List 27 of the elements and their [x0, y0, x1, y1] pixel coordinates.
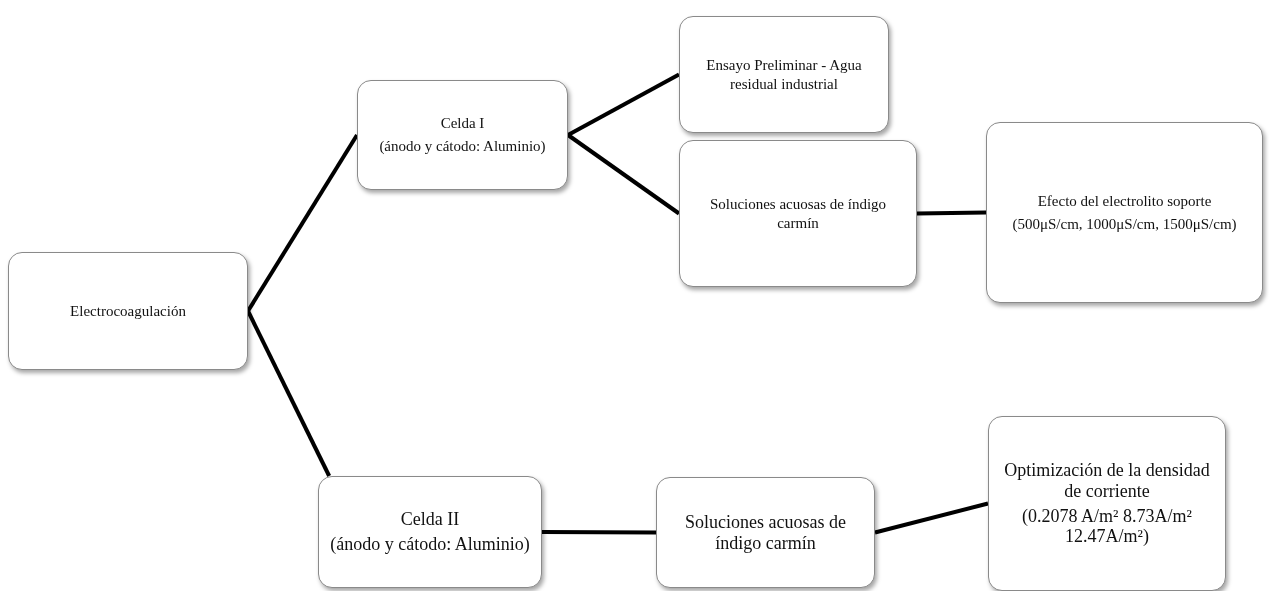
rounded-box	[679, 16, 889, 133]
box-heading: Ensayo Preliminar - Agua residual industrial	[705, 55, 863, 94]
connector-line	[246, 133, 359, 313]
box-text: (0.2078 A/m² 8.73A/m² 12.47A/m²)	[1021, 505, 1193, 547]
rounded-box	[986, 122, 1263, 303]
rounded-box	[318, 476, 542, 588]
box-heading: Celda II	[400, 509, 460, 530]
box-text: (500μS/cm, 1000μS/cm, 1500μS/cm)	[1012, 214, 1237, 234]
box-text: (ánodo y cátodo: Aluminio)	[330, 534, 530, 555]
connector-line	[566, 133, 681, 216]
box-text: (ánodo y cátodo: Aluminio)	[379, 137, 546, 156]
box-heading: Optimización de la densidad de corriente	[1003, 460, 1211, 502]
box-heading: Celda I	[440, 114, 485, 133]
box-heading: Efecto del electrolito soporte	[1037, 191, 1212, 211]
connector-line	[246, 310, 331, 477]
connector-line	[916, 210, 987, 216]
rounded-box	[357, 80, 568, 190]
rounded-box	[656, 477, 875, 588]
connector-line	[874, 501, 989, 535]
rounded-box	[988, 416, 1226, 591]
rounded-box	[8, 252, 248, 370]
connector-line	[567, 72, 680, 137]
box-heading: Electrocoagulación	[70, 301, 186, 321]
box-heading: Soluciones acuosas de índigo carmín	[708, 194, 888, 233]
box-heading: Soluciones acuosas de índigo carmín	[684, 511, 847, 554]
connector-line	[542, 530, 656, 535]
rounded-box	[679, 140, 917, 287]
